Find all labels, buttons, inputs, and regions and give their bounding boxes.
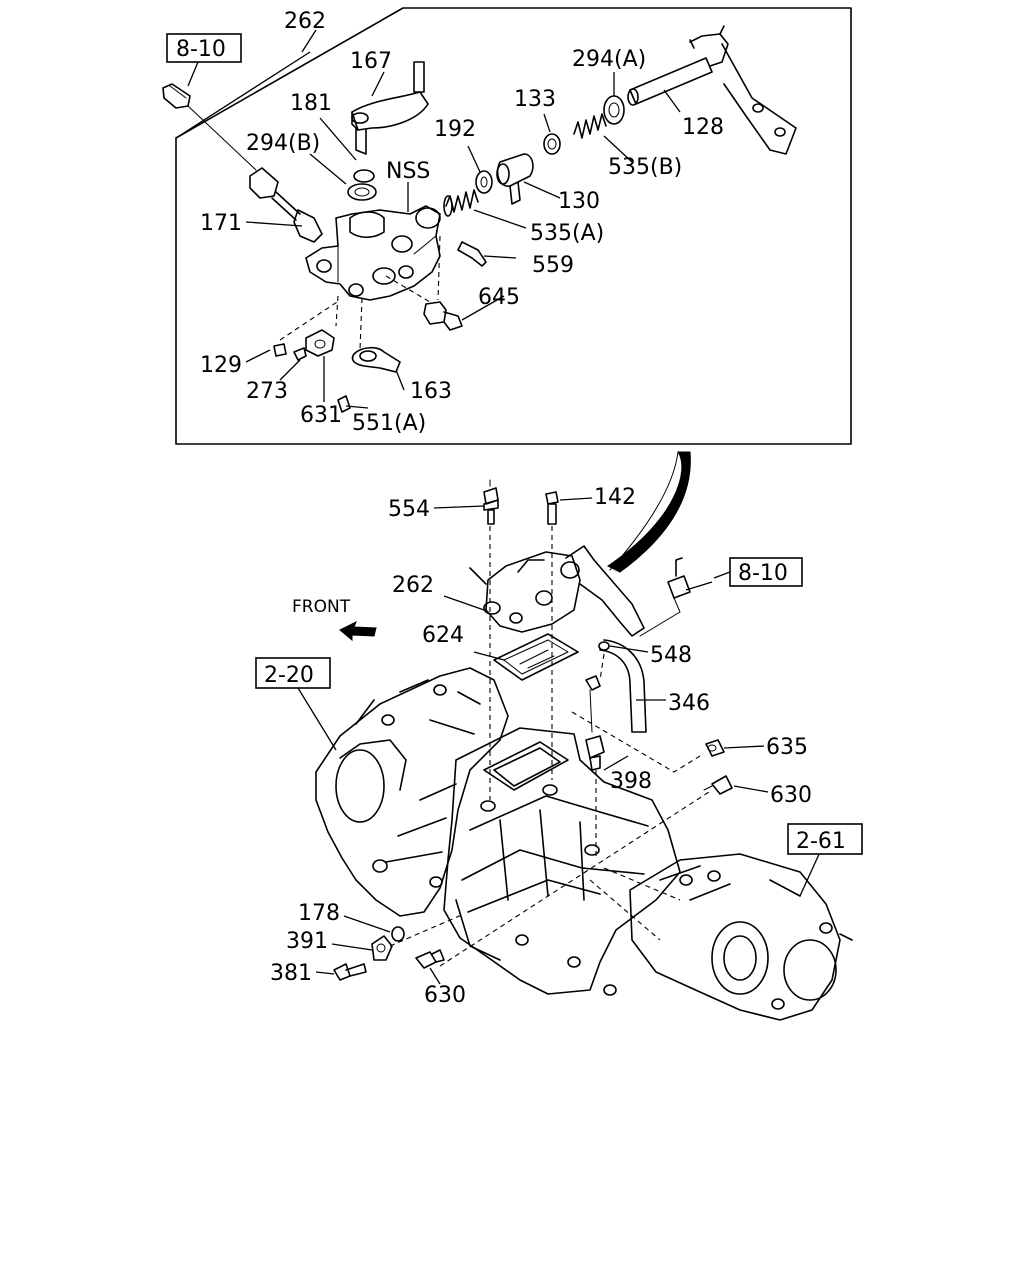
label-2-20: 2-20	[264, 663, 314, 688]
assembly-leaders	[297, 497, 821, 985]
label-535a: 535(A)	[530, 221, 604, 246]
seal-294a	[603, 95, 625, 125]
pin-559	[457, 241, 487, 267]
lever-631	[305, 329, 335, 357]
ring-181	[353, 169, 375, 183]
label-631: 631	[300, 403, 342, 428]
label-133: 133	[514, 87, 556, 112]
clip-548	[598, 641, 610, 651]
bolt-645	[423, 301, 463, 331]
ref-box-2-61	[787, 823, 863, 855]
label-273: 273	[246, 379, 288, 404]
label-559: 559	[532, 253, 574, 278]
shift-fork-167	[351, 61, 429, 155]
label-645: 645	[478, 285, 520, 310]
label-624: 624	[422, 623, 464, 648]
label-630-right: 630	[770, 783, 812, 808]
label-391: 391	[286, 929, 328, 954]
ref-box-8-10-top	[166, 33, 242, 63]
washer-192	[475, 170, 493, 194]
pin-129	[273, 343, 287, 357]
shift-shaft-128	[627, 25, 797, 155]
label-2-61: 2-61	[796, 829, 846, 854]
harness-connector-mid	[639, 557, 691, 637]
label-294b: 294(B)	[246, 131, 320, 156]
label-554: 554	[388, 497, 430, 522]
pin-551a	[337, 395, 351, 413]
spring-535a	[443, 189, 479, 217]
label-181: 181	[290, 91, 332, 116]
gasket-624	[493, 633, 579, 681]
label-142: 142	[594, 485, 636, 510]
label-346: 346	[668, 691, 710, 716]
detail-inset-frame	[175, 7, 852, 445]
inset-leaders	[175, 29, 681, 409]
label-551a: 551(A)	[352, 411, 426, 436]
label-front: FRONT	[292, 597, 351, 617]
arm-163	[351, 346, 401, 373]
plug-630-bottom	[415, 949, 445, 969]
sleeve-130	[496, 153, 534, 205]
label-128: 128	[682, 115, 724, 140]
bolt-554	[483, 479, 499, 525]
label-8-10-mid: 8-10	[738, 561, 788, 586]
label-381: 381	[270, 961, 312, 986]
bracket-391	[371, 935, 393, 961]
transfer-case	[629, 853, 853, 1021]
label-167: 167	[350, 49, 392, 74]
spring-273	[293, 347, 307, 361]
label-548: 548	[650, 643, 692, 668]
spring-535b	[573, 113, 607, 139]
label-nss: NSS	[386, 159, 430, 184]
o-ring-178	[391, 926, 405, 942]
label-294a: 294(A)	[572, 47, 646, 72]
label-130: 130	[558, 189, 600, 214]
switch-398	[585, 675, 605, 771]
front-arrow	[339, 620, 377, 642]
label-163: 163	[410, 379, 452, 404]
label-8-10-top: 8-10	[176, 37, 226, 62]
bolt-381	[333, 963, 367, 981]
shift-housing-assembly	[469, 545, 645, 637]
label-262-top: 262	[284, 9, 326, 34]
seal-294b	[347, 183, 377, 201]
label-630-bottom: 630	[424, 983, 466, 1008]
cap-133	[543, 133, 561, 155]
ref-box-8-10-mid	[729, 557, 803, 587]
hose-346	[599, 639, 647, 733]
bell-housing	[315, 667, 509, 917]
plug-635	[705, 739, 725, 757]
label-192: 192	[434, 117, 476, 142]
plug-630-right	[703, 775, 733, 795]
label-535b: 535(B)	[608, 155, 682, 180]
label-635: 635	[766, 735, 808, 760]
label-129: 129	[200, 353, 242, 378]
shift-housing	[305, 205, 441, 301]
ref-box-2-20	[255, 657, 331, 689]
label-171: 171	[200, 211, 242, 236]
label-178: 178	[298, 901, 340, 926]
detail-pointer-arrow	[607, 451, 691, 573]
label-262-mid: 262	[392, 573, 434, 598]
bolt-142	[545, 491, 559, 525]
harness-connector-top	[162, 83, 323, 243]
label-398: 398	[610, 769, 652, 794]
